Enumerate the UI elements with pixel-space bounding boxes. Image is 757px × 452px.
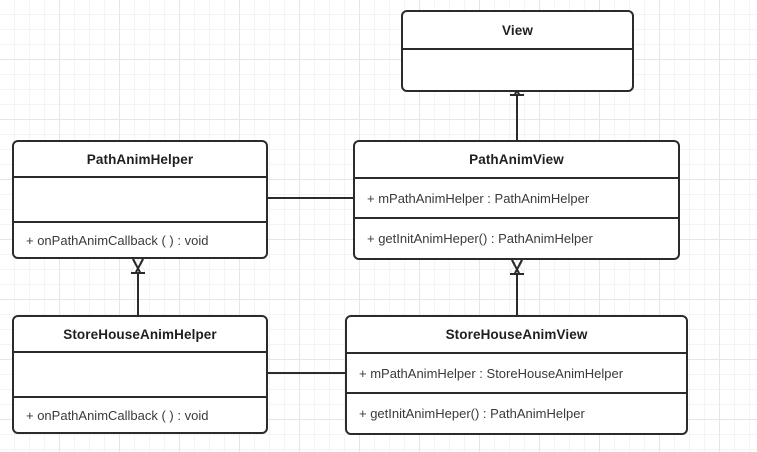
- class-box-path-anim-helper[interactable]: PathAnimHelper + onPathAnimCallback ( ) …: [12, 140, 268, 259]
- class-compartment-empty-store-house-anim-helper: [14, 351, 266, 396]
- class-box-store-house-anim-helper[interactable]: StoreHouseAnimHelper + onPathAnimCallbac…: [12, 315, 268, 434]
- class-attribute-path-anim-view-0: + mPathAnimHelper : PathAnimHelper: [355, 177, 678, 217]
- edge-pathanimview-to-view: [516, 93, 518, 141]
- arrowbase-storehouseanimhelper-to-pathanimhelper: [131, 272, 145, 274]
- class-attribute-store-house-anim-view-0: + mPathAnimHelper : StoreHouseAnimHelper: [347, 352, 686, 392]
- class-compartment-empty-view: [403, 48, 632, 90]
- class-title-path-anim-helper: PathAnimHelper: [86, 151, 194, 167]
- class-compartment-empty-path-anim-helper: [14, 176, 266, 221]
- edge-pathanimhelper-to-pathanimview: [268, 197, 353, 199]
- arrowhead-storehouseanimview-to-pathanimview: [510, 260, 524, 273]
- class-method-path-anim-view-0: + getInitAnimHeper() : PathAnimHelper: [355, 217, 678, 258]
- class-title-path-anim-view: PathAnimView: [469, 152, 564, 167]
- edge-storehouseanimhelper-to-pathanimhelper: [137, 271, 139, 315]
- class-box-path-anim-view[interactable]: PathAnimView + mPathAnimHelper : PathAni…: [353, 140, 680, 260]
- class-title-view: View: [502, 22, 533, 38]
- class-method-store-house-anim-view-0: + getInitAnimHeper() : PathAnimHelper: [347, 392, 686, 433]
- edge-storehouseanimhelper-to-storehouseanimview: [268, 372, 347, 374]
- class-box-store-house-anim-view[interactable]: StoreHouseAnimView + mPathAnimHelper : S…: [345, 315, 688, 435]
- class-title-store-house-anim-view: StoreHouseAnimView: [445, 327, 588, 342]
- edge-storehouseanimview-to-pathanimview: [516, 272, 518, 316]
- class-method-path-anim-helper-0: + onPathAnimCallback ( ) : void: [14, 221, 266, 257]
- class-method-store-house-anim-helper-0: + onPathAnimCallback ( ) : void: [14, 396, 266, 432]
- class-title-store-house-anim-helper: StoreHouseAnimHelper: [63, 326, 217, 342]
- arrowhead-storehouseanimhelper-to-pathanimhelper: [131, 259, 145, 272]
- arrowbase-storehouseanimview-to-pathanimview: [510, 273, 524, 275]
- arrowbase-pathanimview-to-view: [510, 94, 524, 96]
- class-box-view[interactable]: View: [401, 10, 634, 92]
